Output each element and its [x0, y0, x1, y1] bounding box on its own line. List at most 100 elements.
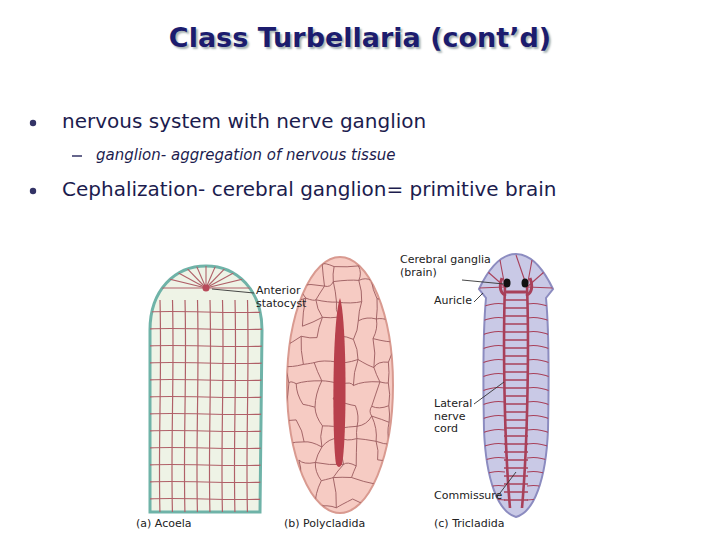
nerve-branch — [325, 282, 334, 287]
nerve-branch — [388, 383, 389, 406]
nerve-branch — [315, 381, 322, 407]
nerve-branch — [388, 362, 390, 383]
nerve-branch — [333, 280, 359, 281]
nerve-branch — [316, 300, 337, 302]
lateral-branch — [482, 373, 505, 377]
transverse-nerve — [148, 379, 264, 380]
nerve-branch — [388, 406, 390, 423]
radiating-nerve — [206, 274, 263, 288]
nerve-branch — [283, 420, 296, 421]
nerve-branch — [286, 260, 304, 268]
commissure-line — [504, 435, 528, 436]
head-nerve — [478, 287, 505, 288]
acoela-body — [150, 266, 262, 512]
nerve-branch — [336, 499, 352, 508]
nerve-branch — [359, 266, 361, 281]
nerve-branch — [373, 339, 375, 368]
lateral-nerve-cord — [522, 286, 528, 508]
figure-caption: (c) Tricladida — [434, 518, 574, 531]
nerve-branch — [358, 318, 376, 321]
lateral-branch — [482, 443, 505, 447]
head-nerve — [527, 287, 554, 288]
longitudinal-nerve — [184, 300, 185, 515]
lateral-branch — [527, 471, 550, 475]
nerve-branch — [321, 478, 333, 481]
radiating-nerve — [206, 245, 225, 288]
commissure-line — [504, 499, 528, 500]
nerve-branch — [315, 447, 322, 463]
lateral-branch — [527, 317, 550, 321]
nerve-branch — [372, 406, 389, 408]
commissure-line — [504, 443, 528, 444]
nerve-branch — [378, 460, 392, 462]
nerve-branch — [372, 416, 377, 441]
acoela-nerve-net — [146, 243, 266, 515]
commissure-line — [504, 451, 528, 452]
commissure-line — [504, 331, 528, 332]
nerve-branch — [285, 366, 289, 383]
eyespot — [504, 279, 511, 288]
nerve-branch — [316, 286, 325, 300]
transverse-nerve — [148, 328, 264, 329]
nerve-branch — [334, 265, 358, 267]
nerve-branch — [357, 416, 372, 426]
nerve-branch — [371, 280, 377, 298]
nerve-branch — [391, 321, 396, 342]
commissure-line — [504, 467, 528, 468]
nerve-branch — [359, 280, 362, 301]
nerve-branch — [299, 460, 316, 463]
transverse-nerve — [148, 396, 264, 397]
nerve-branch — [376, 319, 390, 321]
commissure-line — [504, 339, 528, 340]
nerve-branch — [296, 420, 304, 442]
commissure-line — [504, 459, 528, 460]
nerve-branch — [371, 260, 377, 280]
polyclad-brain — [333, 298, 345, 467]
nerve-branch — [333, 282, 336, 303]
nerve-branch — [285, 364, 304, 366]
nerve-branch — [298, 268, 303, 286]
lateral-branch — [527, 401, 550, 405]
nerve-branch — [283, 320, 288, 348]
nerve-branch — [301, 336, 317, 338]
part-label: Auricle — [434, 295, 494, 308]
radiating-nerve — [188, 245, 207, 288]
commissure-line — [504, 323, 528, 324]
nerve-branch — [299, 460, 301, 476]
nerve-branch — [286, 383, 289, 406]
lateral-branch — [527, 499, 550, 503]
nerve-branch — [373, 319, 377, 339]
nerve-branch — [391, 286, 397, 306]
nerve-branch — [353, 360, 358, 386]
lateral-branch — [527, 331, 550, 335]
commissure-line — [504, 363, 528, 364]
nerve-branch — [356, 439, 358, 466]
nerve-branch — [373, 339, 396, 342]
nerve-branch — [359, 260, 377, 266]
transverse-nerve — [148, 464, 264, 465]
commissure-line — [504, 475, 528, 476]
nerve-branch — [389, 480, 394, 505]
nerve-branch — [281, 499, 308, 501]
nerve-branch — [322, 264, 324, 286]
nerve-branch — [344, 463, 357, 466]
transverse-nerve — [148, 447, 264, 448]
leader-line — [474, 382, 504, 404]
nerve-branch — [374, 368, 380, 382]
lateral-branch — [527, 303, 550, 307]
nerve-branch — [355, 406, 358, 427]
eyespot — [522, 279, 529, 288]
nerve-branch — [283, 336, 301, 347]
nerve-branch — [286, 442, 304, 444]
lateral-branch — [482, 401, 505, 405]
longitudinal-nerve — [197, 300, 198, 515]
lateral-branch — [482, 471, 505, 475]
lateral-branch — [482, 429, 505, 433]
nerve-branch — [374, 362, 389, 367]
longitudinal-nerve — [159, 300, 160, 515]
transverse-nerve — [148, 430, 264, 431]
longitudinal-nerve — [172, 300, 173, 515]
radiating-nerve — [149, 274, 206, 288]
lateral-branch — [527, 373, 550, 377]
bullet — [30, 120, 36, 126]
